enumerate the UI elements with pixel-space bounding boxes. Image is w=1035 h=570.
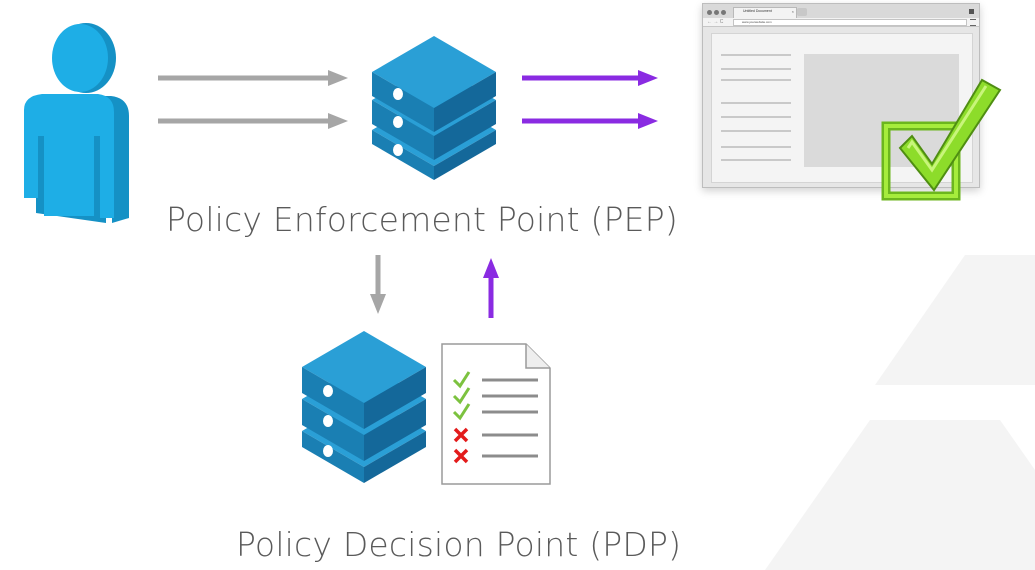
- user-icon: [24, 23, 129, 223]
- pdp-label: Policy Decision Point (PDP): [236, 525, 682, 564]
- menu-icon[interactable]: [970, 19, 976, 26]
- policy-rule-allow-1: [452, 371, 538, 389]
- request-arrow-1: [158, 70, 348, 86]
- address-text: www.yourwebsite.com: [742, 20, 772, 24]
- policy-rule-deny-2: [453, 448, 538, 464]
- browser-toolbar: ← → C www.yourwebsite.com: [703, 18, 979, 27]
- new-tab-button[interactable]: [797, 8, 807, 16]
- pep-server-icon: [372, 36, 496, 180]
- window-control-icon: [714, 10, 719, 15]
- browser-page-content: [711, 33, 973, 183]
- approved-check-icon: [881, 78, 1002, 201]
- tab-close-icon[interactable]: ×: [791, 9, 794, 14]
- browser-tab[interactable]: Untitled Document ×: [733, 7, 797, 19]
- pdp-server-icon: [302, 331, 426, 483]
- window-control-icon: [707, 10, 712, 15]
- pep-label: Policy Enforcement Point (PEP): [166, 200, 678, 239]
- forward-arrow-2: [522, 113, 658, 129]
- decision-response-arrow: [483, 258, 499, 318]
- browser-titlebar: Untitled Document × ← → C www.yourwebsit…: [703, 4, 979, 27]
- forward-arrow-1: [522, 70, 658, 86]
- nav-arrows-icon[interactable]: ← → C: [707, 19, 724, 25]
- address-bar[interactable]: www.yourwebsite.com: [733, 19, 967, 26]
- policy-rule-allow-2: [452, 387, 538, 405]
- window-control-icon: [721, 10, 726, 15]
- policy-rule-allow-3: [452, 403, 538, 421]
- policy-rule-deny-1: [453, 427, 538, 443]
- policy-document-icon: [441, 343, 551, 485]
- fullscreen-icon[interactable]: [969, 9, 974, 14]
- browser-window: Untitled Document × ← → C www.yourwebsit…: [702, 3, 980, 188]
- browser-tab-title: Untitled Document: [743, 9, 772, 13]
- decision-request-arrow: [370, 255, 386, 314]
- request-arrow-2: [158, 113, 348, 129]
